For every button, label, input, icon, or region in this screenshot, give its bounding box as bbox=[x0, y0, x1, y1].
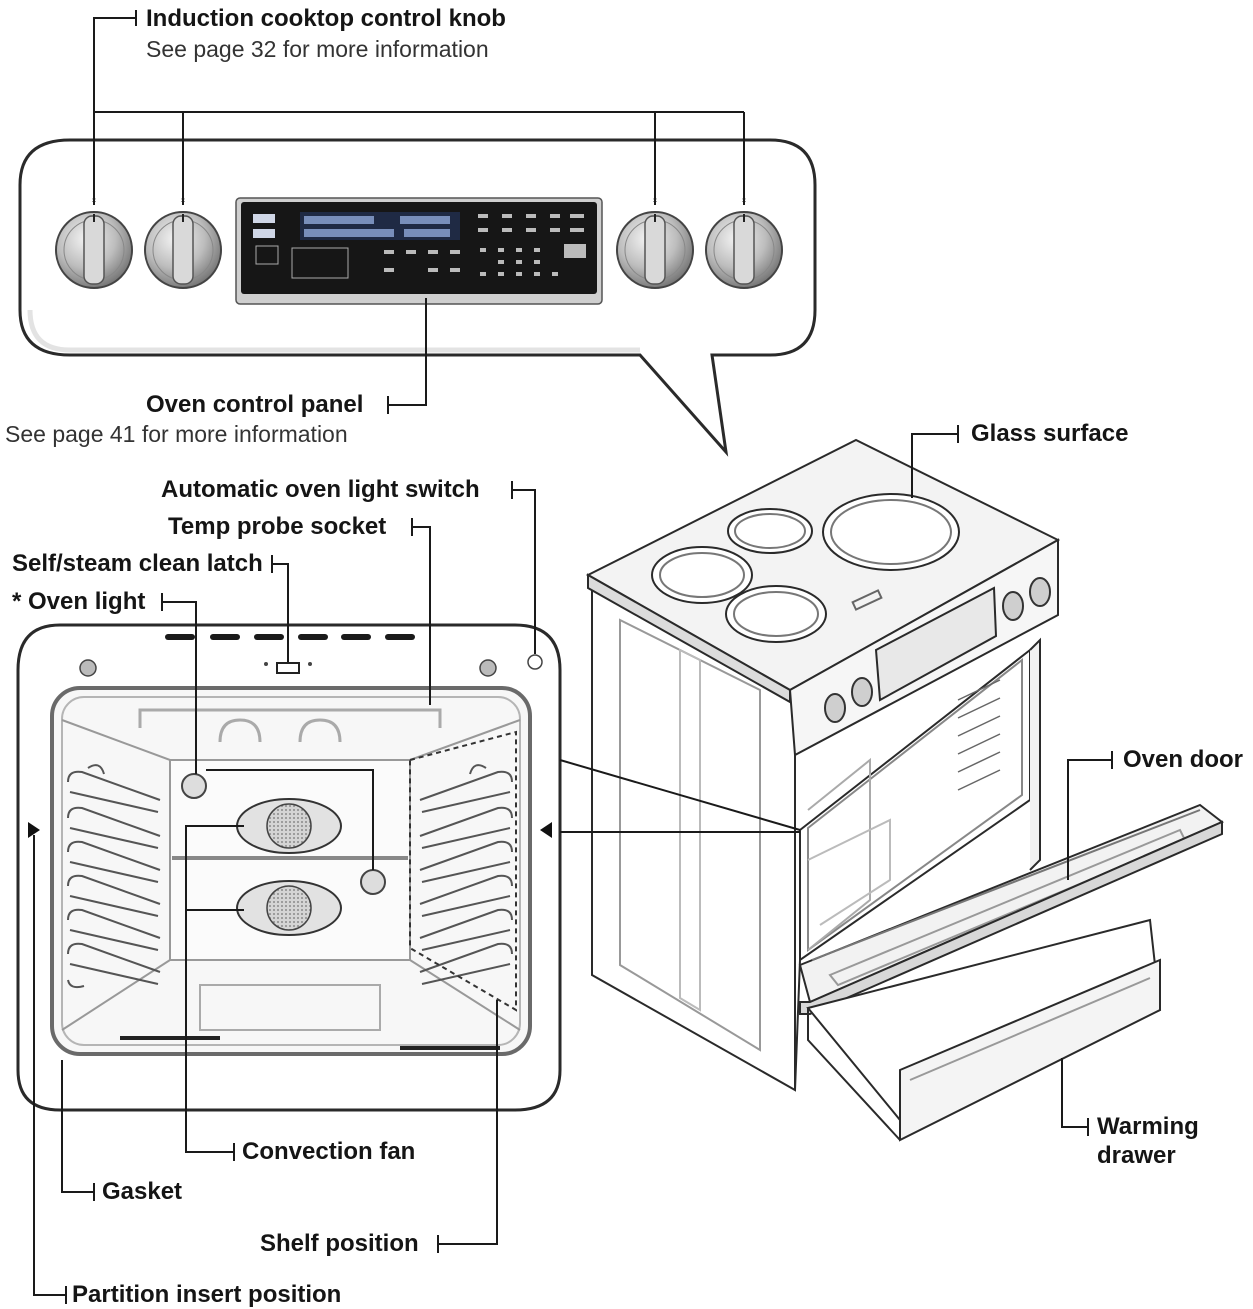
label-gasket: Gasket bbox=[102, 1178, 183, 1205]
label-warming-drawer-line2: drawer bbox=[1097, 1142, 1176, 1169]
label-temp-probe-socket: Temp probe socket bbox=[168, 513, 387, 540]
label-self-steam-clean-latch: Self/steam clean latch bbox=[12, 550, 263, 577]
label-glass-surface: Glass surface bbox=[971, 420, 1129, 447]
label-warming-drawer-line1: Warming bbox=[1097, 1113, 1199, 1140]
oven-control-display bbox=[235, 197, 603, 305]
oven-interior-view bbox=[16, 623, 562, 1112]
label-partition-insert-position: Partition insert position bbox=[72, 1281, 342, 1308]
cooktop-knob-1: :: bbox=[55, 196, 133, 289]
label-shelf-position: Shelf position bbox=[260, 1230, 419, 1257]
cooktop-knob-2: :: bbox=[144, 196, 222, 289]
label-induction-cooktop-control-knob: Induction cooktop control knob bbox=[146, 5, 506, 32]
range-isometric bbox=[585, 438, 1224, 1142]
note-see-page-32: See page 32 for more information bbox=[146, 36, 489, 62]
label-oven-door: Oven door bbox=[1123, 746, 1244, 773]
label-automatic-oven-light-switch: Automatic oven light switch bbox=[161, 476, 480, 503]
label-oven-light: * Oven light bbox=[12, 588, 146, 615]
knob-leader-lines bbox=[93, 10, 745, 414]
label-oven-control-panel: Oven control panel bbox=[146, 391, 364, 418]
label-leader-lines bbox=[33, 425, 1113, 1304]
note-see-page-41: See page 41 for more information bbox=[5, 421, 348, 447]
cooktop-knob-3: :: bbox=[616, 196, 694, 289]
view-connector-lines bbox=[559, 759, 801, 833]
cooktop-knob-4: :: bbox=[705, 196, 783, 289]
label-convection-fan: Convection fan bbox=[242, 1138, 416, 1165]
